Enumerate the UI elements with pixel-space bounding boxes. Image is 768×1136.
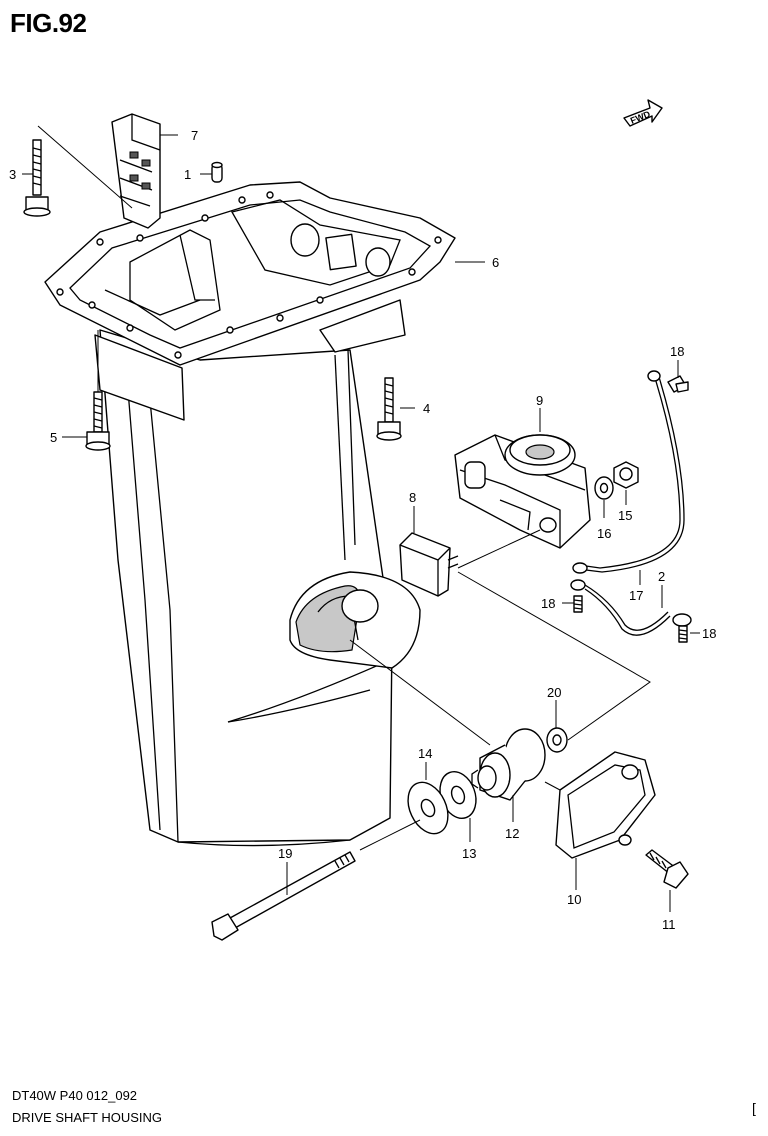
corner-mark: [ [752, 1100, 756, 1116]
part-17-ground-wire [572, 370, 685, 574]
part-1-dowel-pin [211, 161, 223, 183]
callout-17: 17 [629, 588, 643, 603]
callout-18-right: 18 [702, 626, 716, 641]
part-7-guide [111, 113, 161, 229]
part-3-bolt [23, 139, 51, 217]
callout-18-top: 18 [670, 344, 684, 359]
callout-19: 19 [278, 846, 292, 861]
part-11-bolt [645, 849, 689, 889]
part-18-bolt-c [678, 625, 688, 643]
drive-shaft-housing [94, 299, 406, 847]
callout-11: 11 [662, 917, 676, 932]
callout-3: 3 [9, 167, 16, 182]
part-8-rubber-pad [399, 532, 459, 597]
part-4-bolt [376, 377, 402, 441]
figure-title: FIG.92 [10, 8, 87, 38]
callout-9: 9 [536, 393, 543, 408]
part-18-bolt-a [667, 375, 689, 393]
callout-6: 6 [492, 255, 499, 270]
callout-12: 12 [505, 826, 519, 841]
callout-2: 2 [658, 569, 665, 584]
footer-diagram-name: DRIVE SHAFT HOUSING [12, 1110, 163, 1125]
part-20-washer [546, 727, 568, 753]
callout-10: 10 [567, 892, 581, 907]
callout-18-mid: 18 [541, 596, 555, 611]
callout-numbers: 1 2 3 4 5 6 7 8 9 10 11 12 13 14 15 16 1… [9, 128, 716, 932]
callout-20: 20 [547, 685, 561, 700]
part-9-mount-bracket [454, 434, 591, 549]
callout-15: 15 [618, 508, 632, 523]
callout-8: 8 [409, 490, 416, 505]
callout-4: 4 [423, 401, 430, 416]
part-2-ground-wire [570, 579, 692, 636]
callout-leaders [22, 134, 700, 912]
part-18-bolt-b [573, 595, 583, 613]
assembly-lines [37, 125, 651, 851]
fwd-label: FWD [629, 109, 652, 126]
callout-14: 14 [418, 746, 432, 761]
callout-5: 5 [50, 430, 57, 445]
callout-13: 13 [462, 846, 476, 861]
part-10-cover [555, 751, 656, 859]
callout-1: 1 [184, 167, 191, 182]
housing-mount-opening [289, 571, 421, 669]
footer-diagram-code: DT40W P40 012_092 [12, 1088, 138, 1103]
callout-7: 7 [191, 128, 198, 143]
callout-16: 16 [597, 526, 611, 541]
fwd-arrow-icon: FWD [623, 99, 663, 127]
part-19-long-bolt [211, 851, 356, 941]
part-12-rubber-mount [471, 728, 546, 801]
part-13-washer [439, 771, 477, 819]
part-16-washer [594, 476, 614, 500]
part-15-nut [613, 461, 639, 489]
